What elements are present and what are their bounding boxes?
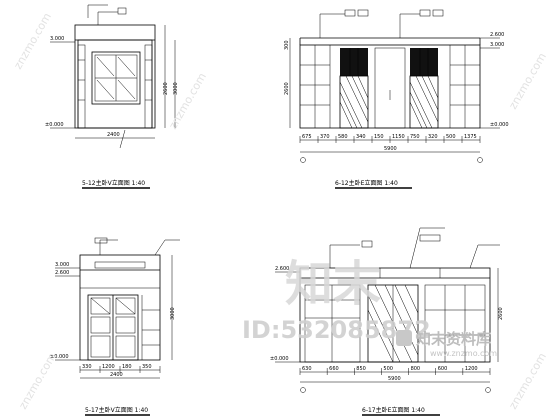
width-total-label: 2400 [110, 372, 123, 378]
level-mid-label: 3.000 [490, 42, 504, 48]
height-total-label: 3000 [173, 82, 179, 95]
watermark-diagonal-left: znzmo.com [11, 11, 54, 72]
caption-top-right: 6-12主卧E立面图 1:40 [335, 179, 398, 187]
dim-segment-label: 500 [383, 366, 393, 372]
level-bottom-label: ±0.000 [270, 356, 289, 362]
elevation-top-left: 3.000 ±0.000 2600 3000 2400 [45, 4, 179, 189]
dim-segment-label: 1200 [465, 366, 478, 372]
dim-segment-label: 580 [338, 134, 348, 140]
dim-segment-label: 750 [410, 134, 420, 140]
dim-segment-label: 150 [374, 134, 384, 140]
level-top-label: 3.000 [50, 36, 64, 42]
segment-dims: 630 660 850 500 800 600 1200 [299, 366, 491, 375]
wardrobe-top-left [340, 48, 368, 76]
dim-segment-label: 330 [82, 364, 92, 370]
caption-bottom-right: 6-17主卧E立面图 1:40 [362, 406, 425, 414]
caption-top-left: 5-12主卧V立面图 1:40 [82, 179, 145, 187]
dim-segment-label: 1200 [102, 364, 115, 370]
dim-segment-label: 660 [329, 366, 339, 372]
level-top-label: 2.600 [275, 266, 289, 272]
watermark-brand: 知末资料库 [416, 330, 491, 348]
watermark-diagonal-right: znzmo.com [506, 51, 549, 112]
elevation-bottom-right: 2.600 ±0.000 2600 630 660 850 500 800 600 1200 [270, 227, 504, 416]
level-bottom-label: ±0.000 [45, 122, 64, 128]
width-total-label: 2400 [107, 132, 120, 138]
dim-segment-label: 850 [356, 366, 366, 372]
caption-bottom-left: 5-17主卧V立面图 1:40 [85, 406, 148, 414]
watermark-url: www.znzmo.com [430, 349, 497, 358]
top-label: 300 [284, 40, 290, 50]
level-bottom-label: ±0.000 [490, 122, 509, 128]
dim-segment-label: 630 [302, 366, 312, 372]
segment-dims: 675 370 580 340 150 1150 750 320 500 1375 [299, 134, 481, 143]
dim-segment-label: 370 [320, 134, 330, 140]
dim-segment-label: 350 [142, 364, 152, 370]
wardrobe-top-right [410, 48, 438, 76]
elevation-bottom-left: 3.000 2.600 ±0.000 3000 330 1200 180 350 24… [50, 237, 180, 416]
level-bottom-label: ±0.000 [50, 354, 69, 360]
width-total-label: 5900 [384, 146, 397, 152]
watermark-diagonal-mid: znzmo.com [166, 71, 209, 132]
dim-segment-label: 800 [411, 366, 421, 372]
dim-segment-label: 500 [446, 134, 456, 140]
brand-logo-icon [396, 330, 412, 346]
dim-segment-label: 340 [356, 134, 366, 140]
dim-segment-label: 320 [428, 134, 438, 140]
segment-dims: 330 1200 180 350 [79, 364, 161, 373]
dim-segment-label: 1150 [392, 134, 405, 140]
dim-segment-label: 1375 [464, 134, 477, 140]
level-mid-label: 2.600 [55, 270, 69, 276]
dim-segment-label: 600 [438, 366, 448, 372]
elevation-top-right: 2.600 3.000 ±0.000 [284, 9, 509, 189]
width-total-label: 5900 [388, 376, 401, 382]
height-label: 3000 [170, 307, 176, 320]
level-top-label: 2.600 [490, 32, 504, 38]
height-inner-label: 2600 [163, 82, 169, 95]
height-label: 2600 [284, 82, 290, 95]
dim-segment-label: 180 [122, 364, 132, 370]
dim-segment-label: 675 [302, 134, 312, 140]
level-top-label: 3.000 [55, 262, 69, 268]
watermark-diagonal-bottom-right: znzmo.com [506, 351, 549, 412]
height-label: 2600 [498, 307, 504, 320]
watermark-diagonal-bottom-left: znzmo.com [16, 351, 59, 412]
watermark-logo: 知末 [285, 256, 381, 312]
